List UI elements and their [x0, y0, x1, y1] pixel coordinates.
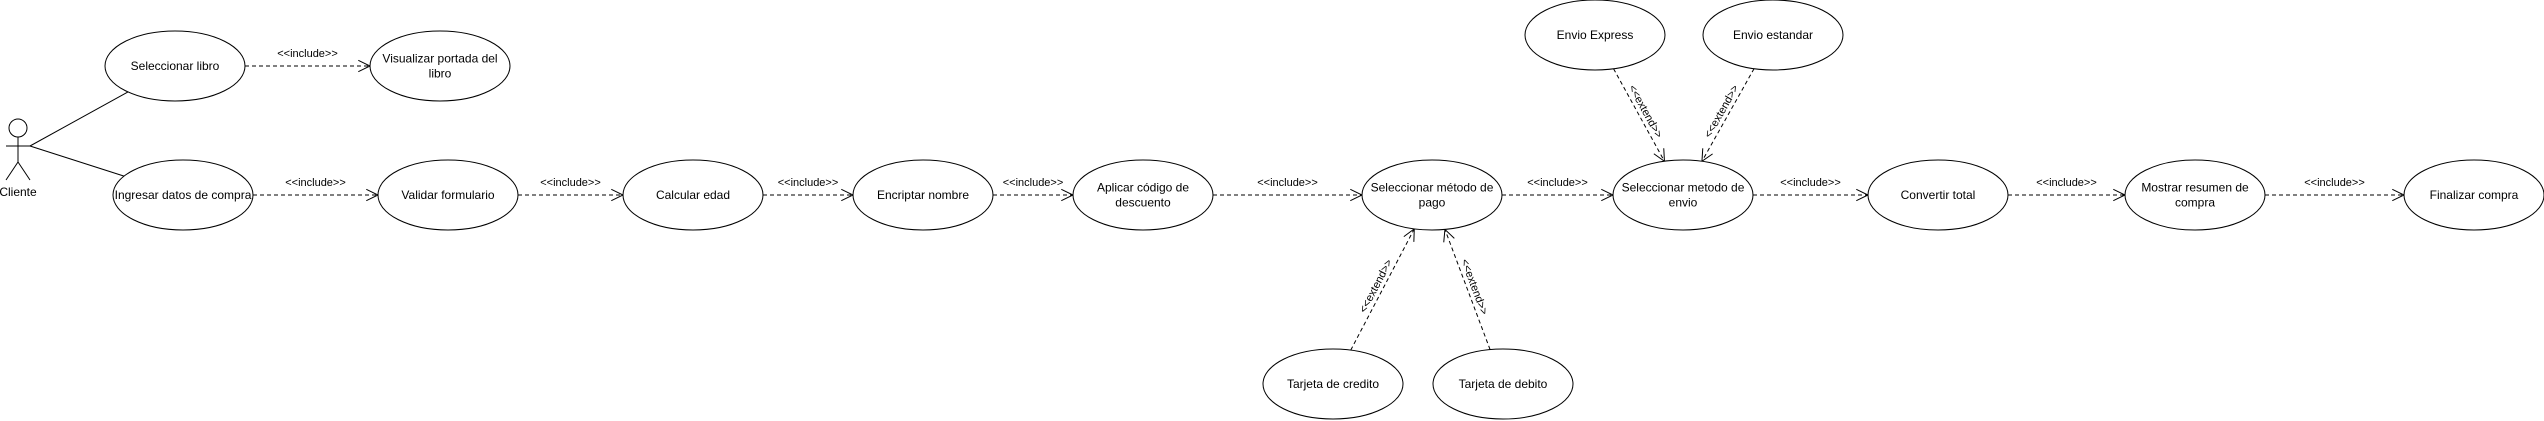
use-case-label: libro: [429, 67, 452, 81]
relation-line: [1444, 229, 1491, 350]
use-case-validar-formulario[interactable]: Validar formulario: [377, 159, 519, 231]
use-case-seleccionar-libro[interactable]: Seleccionar libro: [104, 30, 246, 102]
association-line: [29, 145, 125, 177]
relation-label: <<extend>>: [1626, 83, 1665, 140]
use-case-ellipse: [1702, 0, 1844, 71]
association-layer: [29, 91, 129, 177]
use-case-ellipse: [622, 159, 764, 231]
use-case-label: Calcular edad: [656, 188, 730, 202]
use-case-label: Convertir total: [1901, 188, 1976, 202]
use-case-label: Encriptar nombre: [877, 188, 969, 202]
use-case-envio-estandar[interactable]: Envio estandar: [1702, 0, 1844, 71]
relation-seleccionar-envio-to-convertir-total: <<include>>: [1753, 177, 1870, 202]
use-case-convertir-total[interactable]: Convertir total: [1867, 159, 2009, 231]
use-case-label: compra: [2175, 196, 2215, 210]
relation-ingresar-datos-to-validar-formulario: <<include>>: [253, 177, 380, 202]
use-case-label: descuento: [1115, 196, 1171, 210]
use-case-label: Tarjeta de debito: [1459, 377, 1548, 391]
use-case-ellipse: [2403, 159, 2544, 231]
use-case-ellipse: [2124, 159, 2266, 231]
relation-label: <<include>>: [1527, 177, 1588, 189]
use-case-ellipse: [369, 30, 511, 102]
relation-envio-estandar-to-seleccionar-envio: <<extend>>: [1701, 68, 1755, 163]
use-case-ellipse: [1262, 348, 1404, 420]
use-case-ellipse: [852, 159, 994, 231]
actor-left-leg: [5, 161, 19, 181]
relation-calcular-edad-to-encriptar-nombre: <<include>>: [763, 177, 855, 202]
use-case-label: Tarjeta de credito: [1287, 377, 1379, 391]
arrow-head: [1701, 148, 1713, 163]
actor-right-leg: [17, 161, 31, 181]
use-case-label: Mostrar resumen de: [2141, 181, 2249, 195]
use-case-label: Ingresar datos de compra: [115, 188, 252, 202]
relation-label: <<include>>: [277, 48, 338, 60]
use-case-calcular-edad[interactable]: Calcular edad: [622, 159, 764, 231]
use-case-ellipse: [1072, 159, 1214, 231]
relation-label: <<extend>>: [1357, 257, 1395, 315]
use-case-ellipse: [1867, 159, 2009, 231]
relation-layer: <<include>> <<include>> <<include>> <<inclu…: [245, 48, 2406, 351]
use-case-label: Validar formulario: [401, 188, 494, 202]
use-case-ellipse: [104, 30, 246, 102]
relation-aplicar-codigo-to-seleccionar-pago: <<include>>: [1213, 177, 1364, 202]
relation-line: [1613, 68, 1665, 162]
relation-label: <<include>>: [778, 177, 839, 189]
use-case-ellipse: [1361, 159, 1503, 231]
relation-label: <<include>>: [1003, 177, 1064, 189]
relation-line: [1350, 228, 1415, 351]
relation-label: <<extend>>: [1702, 83, 1741, 140]
use-case-label: Finalizar compra: [2430, 188, 2519, 202]
relation-validar-formulario-to-calcular-edad: <<include>>: [518, 177, 625, 202]
arrow-head: [1653, 148, 1665, 163]
use-case-ellipse: [1612, 159, 1754, 231]
relation-label: <<include>>: [1257, 177, 1318, 189]
relation-seleccionar-libro-to-visualizar-portada: <<include>>: [245, 48, 372, 73]
use-case-label: Seleccionar libro: [131, 59, 220, 73]
use-case-encriptar-nombre[interactable]: Encriptar nombre: [852, 159, 994, 231]
actor-cliente[interactable]: Cliente: [0, 118, 37, 199]
use-case-ellipse: [1524, 0, 1666, 71]
actor-label: Cliente: [0, 185, 37, 199]
use-case-layer: Seleccionar libro Visualizar portada dell…: [104, 0, 2544, 420]
use-case-label: Seleccionar metodo de: [1622, 181, 1745, 195]
association-line: [29, 91, 129, 147]
relation-tarjeta-debito-to-seleccionar-pago: <<extend>>: [1443, 228, 1491, 350]
relation-line: [1701, 68, 1755, 162]
relation-encriptar-nombre-to-aplicar-codigo: <<include>>: [993, 177, 1075, 202]
relation-mostrar-resumen-to-finalizar-compra: <<include>>: [2265, 177, 2406, 202]
relation-label: <<include>>: [540, 177, 601, 189]
use-case-label: Aplicar código de: [1097, 181, 1189, 195]
use-case-label: envio: [1669, 196, 1698, 210]
use-case-envio-express[interactable]: Envio Express: [1524, 0, 1666, 71]
use-case-finalizar-compra[interactable]: Finalizar compra: [2403, 159, 2544, 231]
relation-seleccionar-pago-to-seleccionar-envio: <<include>>: [1502, 177, 1615, 202]
use-case-tarjeta-credito[interactable]: Tarjeta de credito: [1262, 348, 1404, 420]
use-case-ellipse: [112, 159, 254, 231]
relation-label: <<include>>: [2304, 177, 2365, 189]
use-case-ingresar-datos[interactable]: Ingresar datos de compra: [112, 159, 254, 231]
relation-label: <<include>>: [2036, 177, 2097, 189]
use-case-label: Envio Express: [1557, 28, 1634, 42]
relation-label: <<include>>: [285, 177, 346, 189]
use-case-label: Seleccionar método de: [1371, 181, 1494, 195]
use-case-label: pago: [1419, 196, 1446, 210]
relation-tarjeta-credito-to-seleccionar-pago: <<extend>>: [1350, 227, 1415, 351]
use-case-ellipse: [377, 159, 519, 231]
relation-convertir-total-to-mostrar-resumen: <<include>>: [2008, 177, 2127, 202]
use-case-label: Envio estandar: [1733, 28, 1813, 42]
use-case-tarjeta-debito[interactable]: Tarjeta de debito: [1432, 348, 1574, 420]
use-case-ellipse: [1432, 348, 1574, 420]
actor-head: [8, 118, 28, 138]
relation-envio-express-to-seleccionar-envio: <<extend>>: [1613, 68, 1665, 163]
use-case-label: Visualizar portada del: [382, 52, 497, 66]
relation-label: <<include>>: [1780, 177, 1841, 189]
